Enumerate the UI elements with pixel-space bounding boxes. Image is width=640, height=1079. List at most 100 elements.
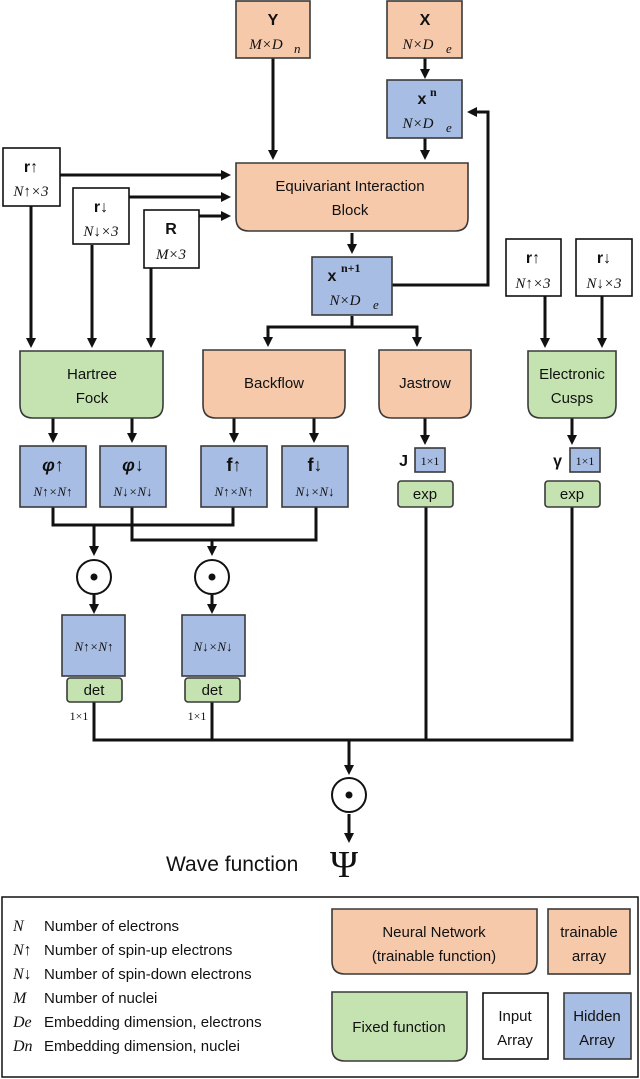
legend-desc-3: Number of nuclei	[44, 990, 157, 1007]
legend-sym-5: Dn	[12, 1038, 33, 1055]
node-r-up-sub: N↑×3	[12, 184, 48, 200]
node-r-down-2: r↓ N↓×3	[575, 238, 633, 297]
node-phi-down: φ↓ N↓×N↓	[99, 445, 167, 508]
phi-up-title: φ↑	[42, 455, 64, 475]
node-r-nuclei: R M×3	[143, 209, 200, 269]
node-r-down-2-title: r↓	[597, 250, 611, 267]
node-odot-3	[331, 777, 367, 813]
cusps-line1: Electronic	[539, 366, 605, 383]
legend-desc-5: Embedding dimension, nuclei	[44, 1038, 240, 1055]
node-hartree-fock: Hartree Fock	[19, 350, 164, 419]
legend-hidden-line2: Array	[579, 1032, 615, 1049]
node-xn1-sup: n+1	[341, 261, 361, 275]
wave-label: Wave function	[166, 853, 298, 876]
node-y-subscript: n	[294, 41, 301, 56]
node-y-title: Y	[268, 12, 279, 29]
node-exp-1: exp	[397, 480, 454, 508]
node-xn1-title: x	[328, 268, 337, 285]
node-odot-2	[194, 559, 230, 595]
eib-line2: Block	[332, 202, 369, 219]
cusps-line2: Cusps	[551, 390, 594, 407]
legend-input-array: Input Array	[482, 992, 549, 1060]
node-electronic-cusps: Electronic Cusps	[527, 350, 617, 419]
node-r-down-sub: N↓×3	[82, 224, 118, 240]
odot-1-dot	[90, 573, 98, 581]
node-det-1: det 1×1	[66, 677, 123, 723]
node-r-up: r↑ N↑×3	[2, 147, 61, 207]
det-1-label: det	[84, 682, 106, 699]
node-y: Y M×D n	[235, 0, 311, 59]
mat-up-sub: N↑×N↑	[73, 639, 113, 654]
node-equivariant-block: Equivariant Interaction Block	[235, 162, 469, 232]
node-r-nuclei-sub: M×3	[155, 247, 186, 263]
node-f-down: f↓ N↓×N↓	[281, 445, 349, 508]
node-odot-1	[76, 559, 112, 595]
node-gamma: γ 1×1	[553, 447, 601, 473]
node-xn-sup: n	[430, 85, 437, 99]
node-r-up-2: r↑ N↑×3	[505, 238, 562, 297]
node-x-title: X	[420, 12, 431, 29]
node-phi-up: φ↑ N↑×N↑	[19, 445, 87, 508]
node-jastrow: Jastrow	[378, 349, 472, 419]
node-f-up: f↑ N↑×N↑	[200, 445, 268, 508]
legend-sym-1: N↑	[12, 942, 32, 959]
det-2-label: det	[202, 682, 224, 699]
node-r-up-2-title: r↑	[526, 250, 540, 267]
phi-up-sub: N↑×N↑	[32, 484, 72, 499]
f-down-title: f↓	[308, 455, 323, 475]
legend-neural-network: Neural Network (trainable function)	[331, 908, 538, 975]
mat-down-sub: N↓×N↓	[192, 639, 232, 654]
node-xn1-subscript: e	[373, 297, 379, 312]
node-exp-2: exp	[544, 480, 601, 508]
node-wave-function: Wave function Ψ	[166, 844, 358, 886]
node-backflow: Backflow	[202, 349, 346, 419]
odot-2-dot	[208, 573, 216, 581]
legend-desc-0: Number of electrons	[44, 918, 179, 935]
node-det-2: det 1×1	[184, 677, 241, 723]
edge-rup-eib	[54, 170, 231, 180]
psi-symbol: Ψ	[330, 844, 358, 886]
node-r-down-title: r↓	[94, 199, 108, 216]
node-xn1: x n+1 N×D e	[311, 256, 393, 316]
legend-sym-2: N↓	[12, 966, 32, 983]
det-2-size: 1×1	[188, 709, 207, 723]
legend-input-line1: Input	[498, 1008, 532, 1025]
node-r-up-title: r↑	[24, 159, 38, 176]
legend-trainable-line1: trainable	[560, 924, 618, 941]
exp-1-label: exp	[413, 486, 437, 503]
legend: N Number of electrons N↑ Number of spin-…	[1, 896, 639, 1078]
hf-line2: Fock	[76, 390, 109, 407]
legend-desc-2: Number of spin-down electrons	[44, 966, 252, 983]
node-j: J 1×1	[399, 447, 446, 473]
node-x-sub: N×D	[402, 37, 434, 53]
legend-input-line2: Array	[497, 1032, 533, 1049]
node-mat-down: N↓×N↓	[181, 614, 246, 677]
f-up-title: f↑	[227, 455, 242, 475]
legend-sym-3: M	[12, 990, 28, 1007]
legend-hidden-line1: Hidden	[573, 1008, 621, 1025]
node-xn1-sub: N×D	[329, 293, 361, 309]
j-title: J	[399, 453, 408, 470]
edge-xn1-backflow	[263, 316, 354, 347]
legend-symbols: N Number of electrons N↑ Number of spin-…	[12, 918, 262, 1055]
node-x-subscript: e	[446, 41, 452, 56]
eib-line1: Equivariant Interaction	[275, 178, 424, 195]
node-x: X N×D e	[386, 0, 463, 59]
edges	[26, 58, 607, 843]
node-xn: x n N×D e	[386, 79, 463, 139]
odot-3-dot	[345, 791, 353, 799]
legend-sym-4: De	[12, 1014, 32, 1031]
backflow-label: Backflow	[244, 375, 304, 392]
node-r-up-2-sub: N↑×3	[514, 276, 550, 292]
edge-join-bus	[92, 507, 574, 742]
edge-xn1-jastrow	[352, 325, 422, 347]
edge-xn1-xn	[392, 107, 490, 287]
node-r-down: r↓ N↓×3	[72, 187, 130, 245]
legend-desc-4: Embedding dimension, electrons	[44, 1014, 262, 1031]
legend-desc-1: Number of spin-up electrons	[44, 942, 232, 959]
legend-trainable-line2: array	[572, 948, 607, 965]
legend-trainable-array: trainable array	[547, 908, 631, 975]
node-xn-subscript: e	[446, 120, 452, 135]
node-mat-up: N↑×N↑	[61, 614, 126, 677]
node-r-nuclei-title: R	[165, 221, 177, 238]
